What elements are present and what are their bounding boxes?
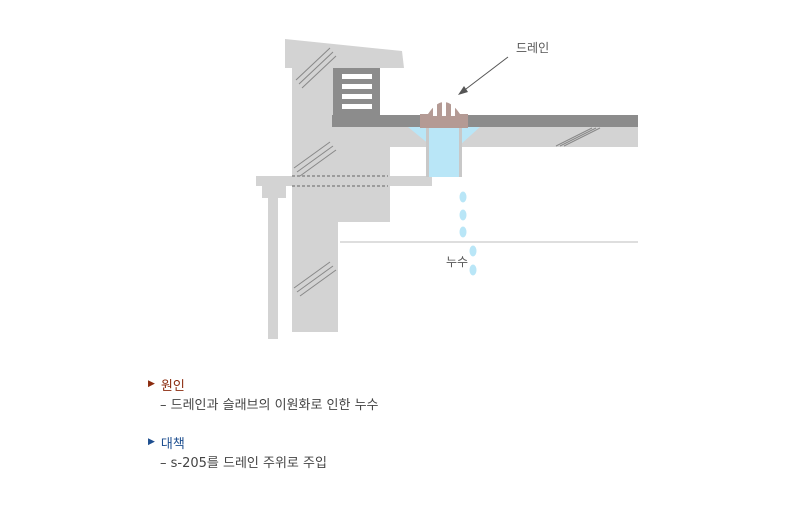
- horizontal-beam: [256, 176, 432, 186]
- triangle-bullet-icon: ▶: [148, 437, 155, 447]
- drain-label: 드레인: [516, 41, 549, 55]
- solution-text: – s-205를 드레인 주위로 주입: [160, 456, 327, 471]
- water-drop: [459, 209, 467, 221]
- drain-pipe-wall: [459, 127, 462, 177]
- wall-body: [338, 125, 390, 222]
- solution-heading: ▶ 대책: [148, 433, 379, 452]
- vent-slat: [342, 74, 372, 79]
- water-drop: [459, 191, 467, 203]
- water-drops: [459, 191, 477, 276]
- leak-label: 누수: [446, 255, 468, 269]
- drain-cap-slot: [433, 102, 437, 116]
- drain-pipe-wall: [426, 127, 429, 177]
- triangle-bullet-icon: ▶: [148, 379, 155, 389]
- water-drop: [459, 226, 467, 238]
- cause-section: ▶ 원인 – 드레인과 슬래브의 이원화로 인한 누수: [148, 375, 379, 415]
- vent-slat: [342, 94, 372, 99]
- vent-slat: [342, 84, 372, 89]
- exterior-wall: [292, 52, 338, 332]
- vent-slat: [342, 104, 372, 109]
- column: [268, 196, 278, 339]
- roof-slab: [332, 115, 638, 127]
- drain-arrow-head: [458, 86, 468, 95]
- cause-text: – 드레인과 슬래브의 이원화로 인한 누수: [160, 398, 379, 413]
- drain-arrow-line: [461, 56, 509, 93]
- notes-panel: ▶ 원인 – 드레인과 슬래브의 이원화로 인한 누수 ▶ 대책 – s-205…: [148, 375, 379, 491]
- beam-step: [262, 186, 286, 198]
- drain-cap-slot: [451, 102, 455, 116]
- drain-cap-slot: [442, 100, 446, 116]
- solution-title: 대책: [160, 436, 185, 452]
- drain-leak-diagram: 드레인 누수: [256, 39, 638, 339]
- drain-pipe-water: [428, 127, 460, 177]
- hatch-marks: [293, 47, 601, 297]
- cause-heading: ▶ 원인: [148, 375, 379, 394]
- water-drop: [469, 245, 477, 257]
- water-drop: [469, 264, 477, 276]
- cause-title: 원인: [160, 378, 185, 394]
- solution-section: ▶ 대책 – s-205를 드레인 주위로 주입: [148, 433, 379, 473]
